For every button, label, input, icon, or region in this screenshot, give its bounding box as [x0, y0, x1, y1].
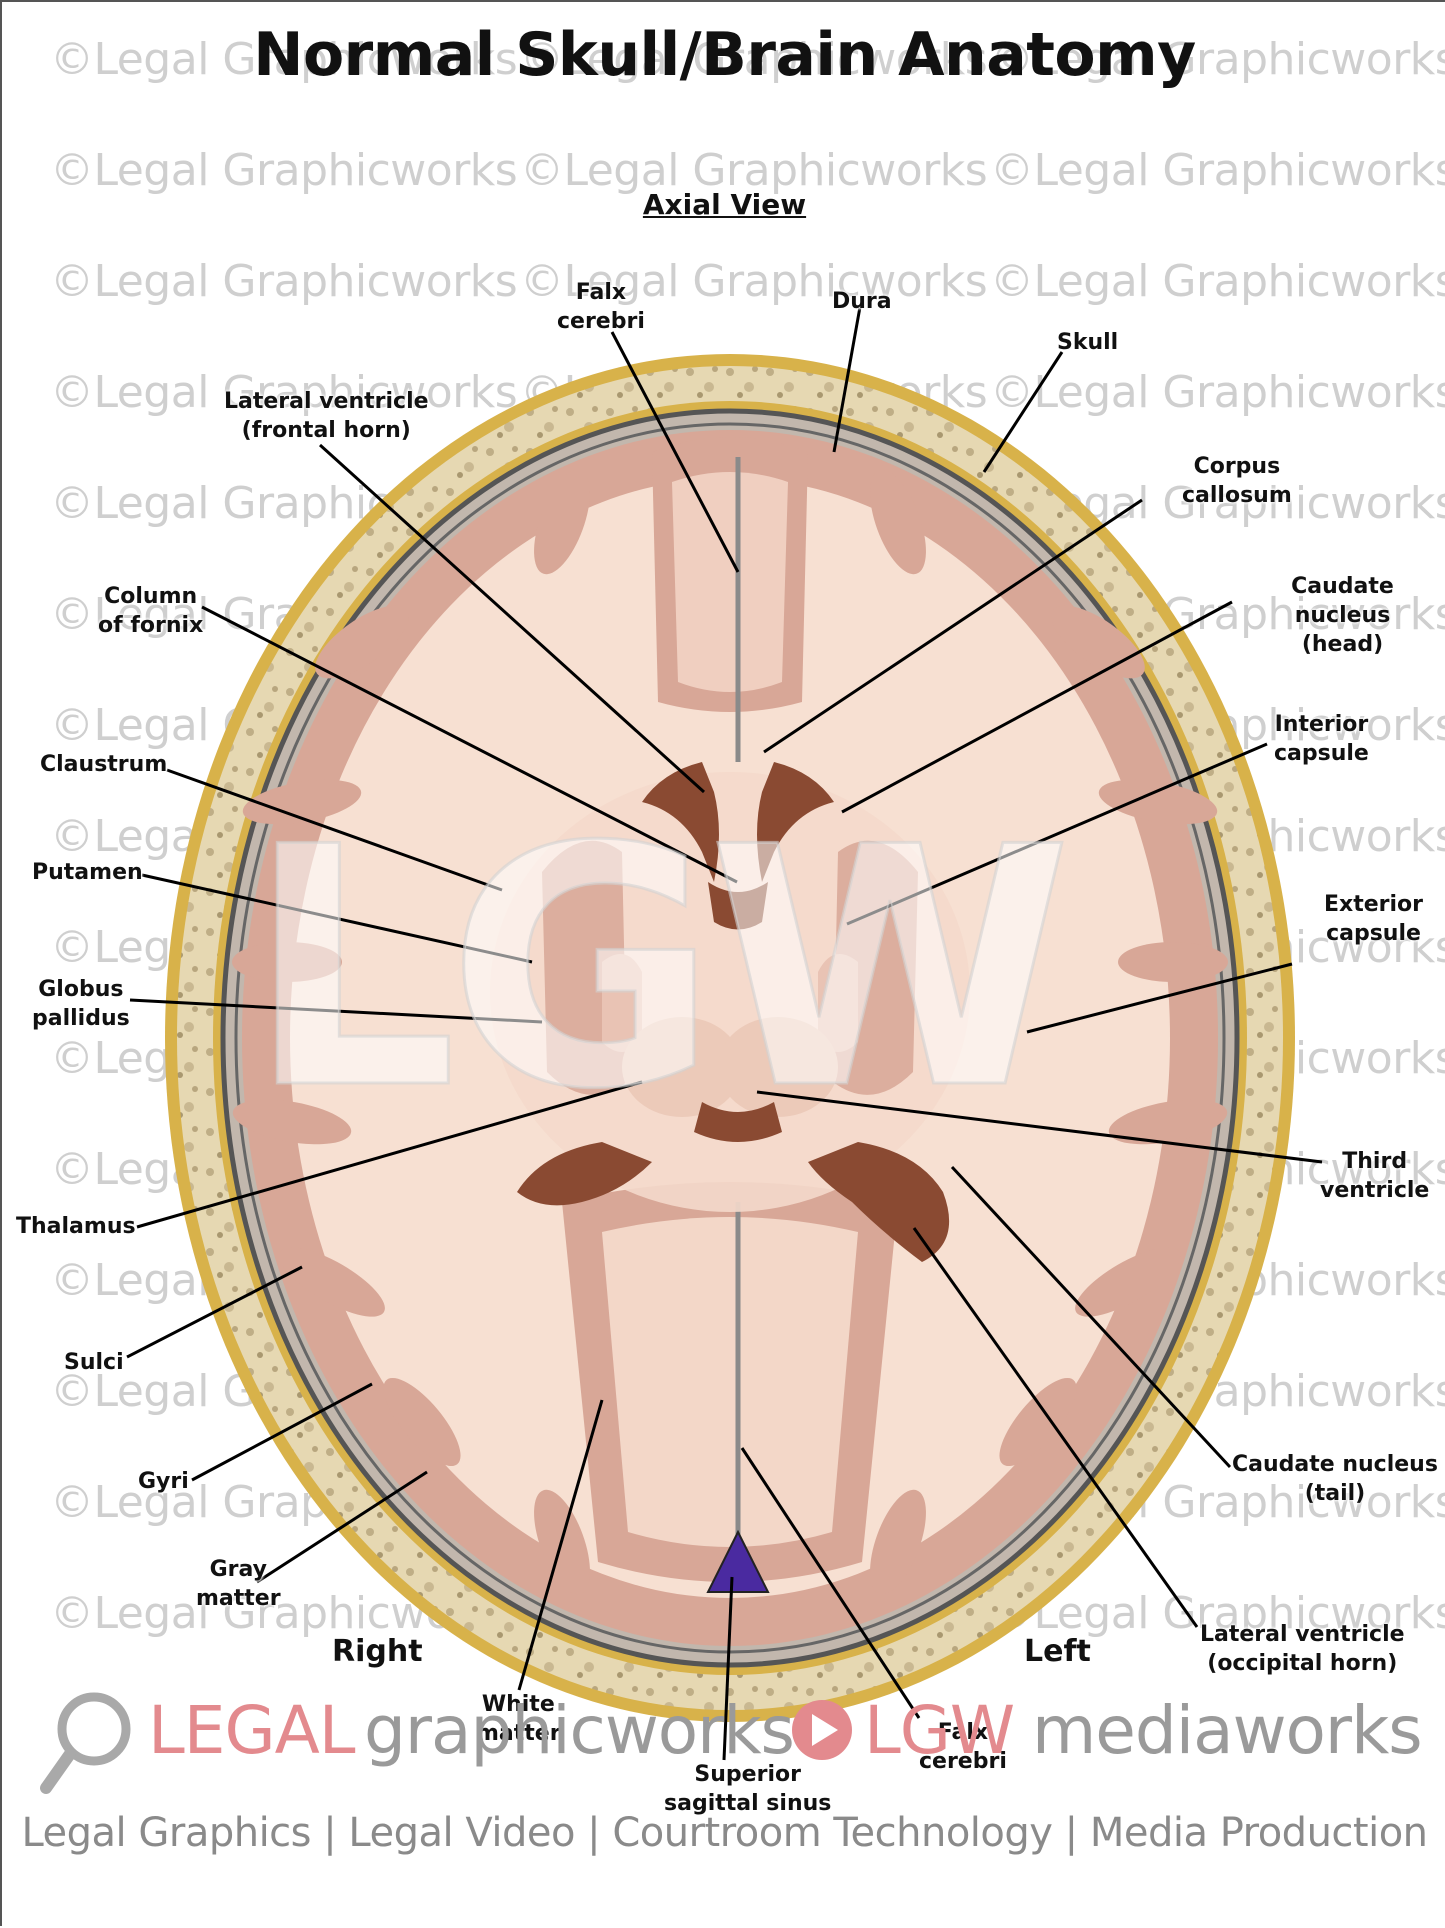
label-caudate-tail: Caudate nucleus (tail)	[1232, 1452, 1438, 1506]
watermark-text: ©Legal Graphicworks	[990, 1588, 1445, 1639]
label-corpus-callosum: Corpus callosum	[1182, 454, 1292, 508]
label-white-matter: White matter	[476, 1692, 561, 1746]
lgw-big-watermark: LGW	[245, 776, 1073, 1163]
brand-legal: LEGAL	[148, 1692, 356, 1769]
leader-lines	[126, 306, 1323, 1761]
label-dura: Dura	[832, 289, 892, 314]
watermark-text: ©Legal Graphicworks	[520, 256, 988, 307]
watermark-text: ©Legal Graphicworks	[990, 145, 1445, 196]
watermark-text: ©Legal Graphicworks	[520, 145, 988, 196]
label-putamen: Putamen	[32, 860, 143, 885]
label-lateral-ventricle-frontal: Lateral ventricle (frontal horn)	[224, 389, 429, 443]
label-lateral-ventricle-occipital: Lateral ventricle (occipital horn)	[1200, 1622, 1405, 1676]
gyri-folds	[232, 469, 1228, 1595]
watermark-text: ©Legal Graphicworks	[990, 34, 1445, 85]
label-superior-sagittal-sinus: Superior sagittal sinus	[664, 1762, 832, 1816]
label-interior-capsule: Interior capsule	[1274, 712, 1369, 766]
watermark-text: ©Legal Graphicworks	[50, 145, 518, 196]
third-ventricle-shape	[694, 1102, 782, 1142]
label-gray-matter: Gray matter	[196, 1557, 281, 1611]
label-skull: Skull	[1057, 330, 1119, 355]
label-gyri: Gyri	[138, 1469, 189, 1494]
brand-mediaworks: mediaworks	[1032, 1692, 1423, 1769]
watermark-text: ©Legal Graphicworks	[990, 256, 1445, 307]
watermark-text: ©Legal Graphicworks	[50, 34, 518, 85]
brand-graphicworks: graphicworks	[364, 1692, 795, 1769]
orientation-right: Right	[332, 1634, 423, 1669]
label-sulci: Sulci	[64, 1350, 124, 1375]
label-third-ventricle: Third ventricle	[1320, 1149, 1430, 1203]
label-falx-cerebri-top: Falx cerebri	[557, 280, 645, 334]
diagram-title: Normal Skull/Brain Anatomy	[253, 20, 1196, 90]
label-claustrum: Claustrum	[40, 752, 168, 777]
lateral-ventricle-occipital-horn	[517, 1142, 652, 1206]
superior-sagittal-sinus-shape	[706, 1529, 770, 1593]
watermark-text: ©Legal Graphicworks	[520, 34, 988, 85]
orientation-left: Left	[1024, 1634, 1091, 1669]
label-falx-cerebri-bottom: Falx cerebri	[919, 1720, 1007, 1774]
label-exterior-capsule: Exterior capsule	[1324, 892, 1424, 946]
watermark-text: ©Legal Graphicworks	[990, 367, 1445, 418]
thalamus-shape	[622, 1017, 742, 1117]
label-column-of-fornix: Column of fornix	[98, 584, 204, 638]
label-thalamus: Thalamus	[16, 1214, 136, 1239]
globus-pallidus-shape	[602, 954, 642, 1052]
label-globus-pallidus: Globus pallidus	[32, 977, 130, 1031]
brand-lgw: LGW	[864, 1692, 1015, 1769]
watermark-text: ©Legal Graphicworks	[50, 367, 518, 418]
diagram-subtitle: Axial View	[642, 188, 807, 221]
column-of-fornix-shape	[708, 882, 768, 930]
footer-tagline: Legal Graphics | Legal Video | Courtroom…	[21, 1810, 1428, 1856]
label-caudate-head: Caudate nucleus (head)	[1291, 574, 1394, 657]
lateral-ventricle-frontal-horn	[642, 762, 719, 882]
watermark-text: ©Legal Graphicworks	[50, 256, 518, 307]
